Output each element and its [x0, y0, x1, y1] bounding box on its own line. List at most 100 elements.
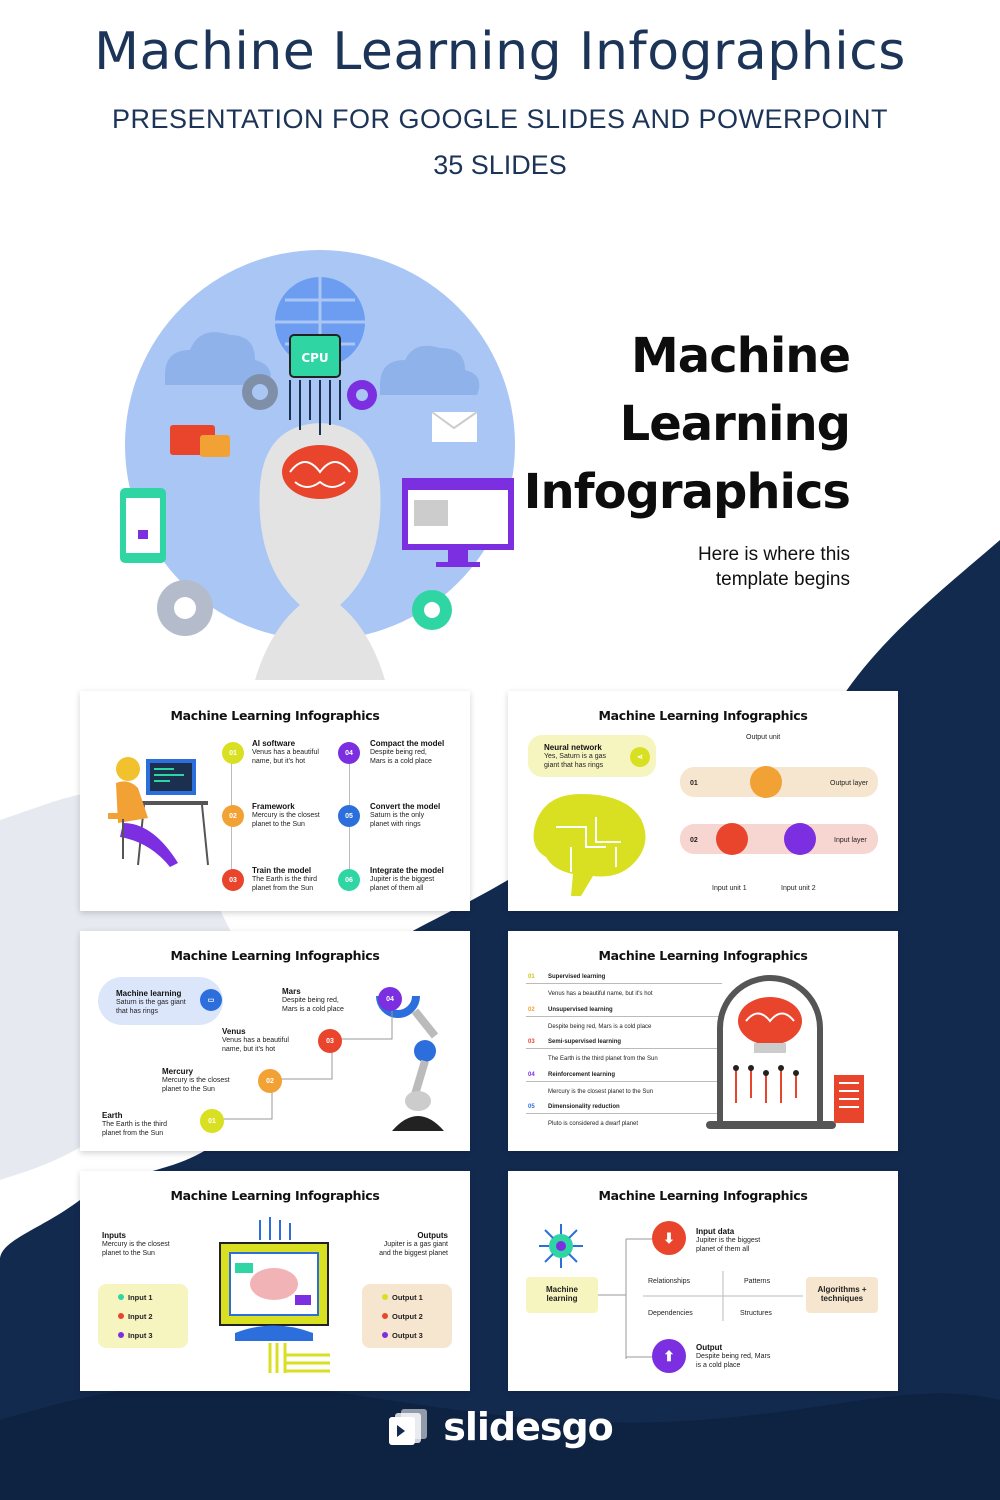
- slidesgo-logo[interactable]: slidesgo: [0, 1405, 1000, 1449]
- slide-preview-2[interactable]: Machine Learning Infographics Neural net…: [508, 691, 898, 911]
- hero-title-line: Machine: [631, 328, 851, 384]
- slide-preview-5[interactable]: Machine Learning Infographics Inputs Mer…: [80, 1171, 470, 1391]
- network-node-icon: [539, 1224, 583, 1268]
- step-number: 03: [318, 1029, 342, 1053]
- brand-name: slidesgo: [443, 1405, 614, 1449]
- input-unit-label: Input unit 2: [781, 885, 816, 892]
- step-title: Venus: [222, 1027, 246, 1036]
- slide-title: Machine Learning Infographics: [598, 708, 808, 723]
- input-layer-label: Input layer: [834, 837, 867, 844]
- output-label: Output 1: [392, 1293, 423, 1302]
- bullet-dot: [382, 1332, 388, 1338]
- output-label: Output 2: [392, 1312, 423, 1321]
- step-number: 05: [338, 805, 360, 827]
- row-text: Pluto is considered a dwarf planet: [548, 1121, 639, 1127]
- grid-cell: Patterns: [744, 1278, 771, 1285]
- hero-subtitle-line: Here is where this: [697, 544, 850, 565]
- row-title: Reinforcement learning: [548, 1071, 616, 1078]
- outputs-box: [362, 1284, 452, 1348]
- bullet-dot: [382, 1313, 388, 1319]
- algorithms-label: Algorithms +techniques: [817, 1285, 867, 1303]
- input-layer-row: [680, 824, 878, 854]
- row-divider: [526, 1048, 722, 1049]
- output-unit-label: Output unit: [746, 734, 781, 741]
- dark-bottom-wave: [0, 1381, 1000, 1500]
- slide-title: Machine Learning Infographics: [170, 1188, 380, 1203]
- output-node: [750, 766, 782, 798]
- row-divider: [526, 983, 722, 984]
- algorithms-box: [806, 1277, 878, 1313]
- laptop-icon: ▭: [200, 989, 222, 1011]
- slide-count: 35 SLIDES: [433, 150, 567, 180]
- input-label: Input 1: [128, 1293, 153, 1302]
- page-title: Machine Learning Infographics: [94, 22, 906, 82]
- step-title: Convert the model: [370, 802, 441, 811]
- step-title: Compact the model: [370, 739, 445, 748]
- head-silhouette: [255, 423, 385, 680]
- step-number: 02: [222, 805, 244, 827]
- step-number: 01: [200, 1109, 224, 1133]
- bullet-dot: [118, 1294, 124, 1300]
- row-number: 02: [690, 837, 698, 844]
- row-title: Supervised learning: [548, 974, 606, 980]
- row-text: Venus has a beautiful name, but it's hot: [548, 991, 653, 997]
- hero-title-line: Infographics: [523, 464, 851, 520]
- step-number: 04: [338, 742, 360, 764]
- row-number: 03: [528, 1039, 535, 1045]
- page-subtitle: PRESENTATION FOR GOOGLE SLIDES AND POWER…: [111, 104, 889, 134]
- cloud-icon: [165, 332, 271, 385]
- bullet-dot: [118, 1313, 124, 1319]
- step-title: Integrate the model: [370, 866, 444, 875]
- cpu-label: CPU: [301, 351, 328, 365]
- grid-cell: Relationships: [648, 1278, 691, 1285]
- step-number: 03: [222, 869, 244, 891]
- slide-title: Machine Learning Infographics: [598, 948, 808, 963]
- step-title: AI software: [252, 739, 296, 748]
- step-title: Train the model: [252, 866, 312, 875]
- step-title: Framework: [252, 802, 295, 811]
- hero-title: Machine Learning Infographics: [490, 322, 851, 526]
- slidesgo-logo-icon: [389, 1409, 428, 1445]
- row-number: 01: [690, 780, 698, 787]
- upload-icon: ⬆: [652, 1339, 686, 1373]
- machine-learning-box: [526, 1277, 598, 1313]
- row-number: 02: [528, 1006, 535, 1013]
- step-title: Mars: [282, 987, 301, 996]
- connector-lines: [598, 1238, 656, 1359]
- cloud-icon: [380, 345, 480, 395]
- step-title: Earth: [102, 1111, 123, 1120]
- cpu-icon: [289, 334, 341, 378]
- row-text: Despite being red, Mars is a cold place: [548, 1023, 652, 1030]
- hero-title-line: Learning: [619, 396, 851, 452]
- callout-text: Machine learning Saturn is the gas giant…: [116, 989, 186, 1015]
- bell-jar-brain-illustration: [706, 975, 864, 1129]
- row-title: Unsupervised learning: [548, 1006, 613, 1013]
- computer-brain-illustration: [219, 1217, 330, 1373]
- slide-preview-3[interactable]: Machine Learning Infographics Machine le…: [80, 931, 470, 1151]
- hero-illustration: CPU: [120, 250, 515, 680]
- row-divider: [526, 1113, 722, 1114]
- row-text: Mercury is the closest planet to the Sun: [548, 1088, 654, 1095]
- output-layer-label: Output layer: [830, 780, 869, 787]
- row-title: Semi-supervised learning: [548, 1039, 622, 1045]
- row-text: The Earth is the third planet from the S…: [548, 1056, 658, 1062]
- slide-title: Machine Learning Infographics: [170, 708, 380, 723]
- input-unit-label: Input unit 1: [712, 885, 747, 892]
- person-at-desk-illustration: [108, 757, 209, 867]
- slide-title: Machine Learning Infographics: [598, 1188, 808, 1203]
- bullet-dot: [382, 1294, 388, 1300]
